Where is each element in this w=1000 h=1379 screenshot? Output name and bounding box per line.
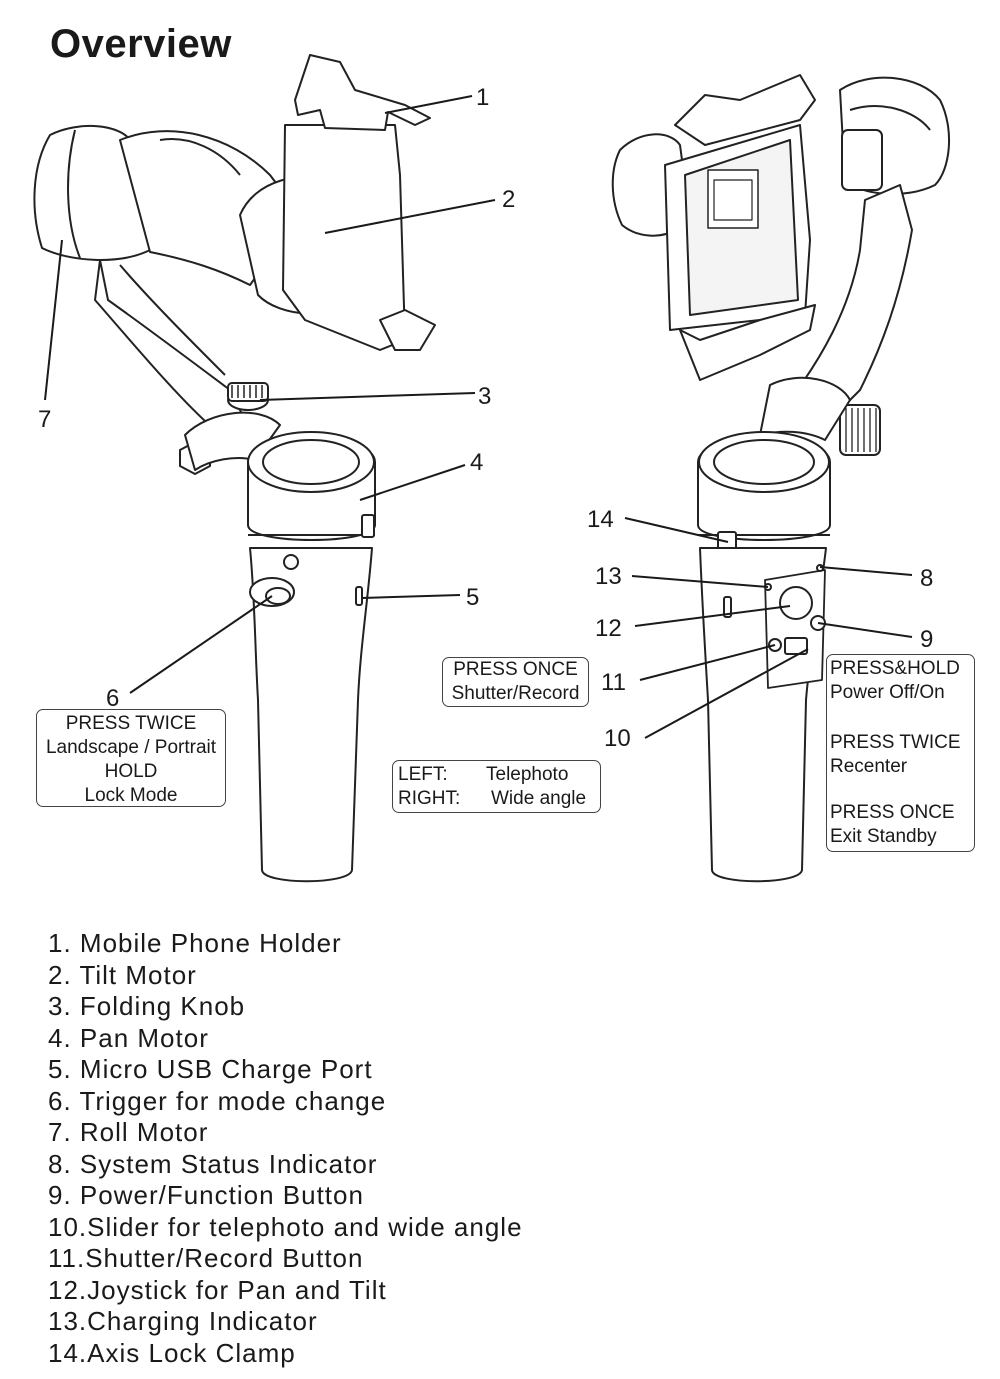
label-9: 9: [920, 626, 933, 653]
slider-callout-row: RIGHT: Wide angle: [398, 787, 600, 811]
shutter-callout-line: Shutter/Record: [451, 683, 580, 704]
left-gimbal-illustration: [33, 54, 436, 883]
power-callout: PRESS&HOLD Power Off/On PRESS TWICE Rece…: [826, 654, 975, 852]
zoom-slider-drawing: [784, 637, 808, 655]
slider-callout: LEFT: Telephoto RIGHT: Wide angle: [392, 760, 601, 813]
roll-motor-drawing: [33, 124, 151, 261]
label-7: 7: [38, 406, 51, 433]
slider-dir-left: LEFT:: [398, 764, 448, 785]
legend-item: 10.Slider for telephoto and wide angle: [48, 1211, 523, 1242]
legend-item: 4. Pan Motor: [48, 1022, 209, 1053]
slider-callout-row: LEFT: Telephoto: [398, 763, 600, 787]
legend-item: 9. Power/Function Button: [48, 1180, 364, 1210]
usb-port-drawing: [355, 586, 363, 606]
legend-item: 12.Joystick for Pan and Tilt: [48, 1274, 387, 1305]
trigger-callout-line: Landscape / Portrait: [45, 737, 217, 758]
label-12: 12: [595, 615, 622, 642]
label-2: 2: [502, 186, 515, 213]
leader-lines: [44, 95, 913, 739]
slider-dir-right: RIGHT:: [398, 788, 461, 809]
folding-knob-drawing: [227, 382, 269, 411]
label-14: 14: [587, 506, 614, 533]
number-labels: 1 2 3 4 5 6 7 8 9 10 11 12 13 14: [38, 84, 933, 752]
legend-item: 6. Trigger for mode change: [48, 1085, 387, 1116]
label-10: 10: [604, 725, 631, 752]
power-callout-line: Power Off/On: [830, 682, 945, 703]
trigger-callout: PRESS TWICE Landscape / Portrait HOLD Lo…: [36, 709, 226, 807]
power-callout-line: PRESS ONCE: [830, 802, 955, 823]
legend-item: 3. Folding Knob: [48, 991, 246, 1021]
label-8: 8: [920, 565, 933, 592]
power-callout-line: Exit Standby: [830, 826, 937, 847]
label-13: 13: [595, 563, 622, 590]
power-callout-line: PRESS&HOLD: [830, 658, 960, 679]
shutter-callout: PRESS ONCE Shutter/Record: [442, 657, 589, 707]
legend-item: 8. System Status Indicator: [48, 1148, 378, 1179]
trigger-callout-line: PRESS TWICE: [65, 713, 197, 734]
label-4: 4: [470, 449, 483, 476]
gimbal-diagram: 1 2 3 4 5 6 7 8 9 10 11 12 13 14: [33, 54, 951, 883]
label-6: 6: [106, 685, 119, 712]
slider-val-right: Wide angle: [491, 788, 587, 809]
legend-item: 5. Micro USB Charge Port: [48, 1054, 373, 1084]
label-1: 1: [476, 84, 489, 111]
label-11: 11: [601, 669, 626, 696]
page-title: Overview: [50, 22, 232, 66]
legend-item: 13.Charging Indicator: [48, 1306, 318, 1336]
label-5: 5: [466, 584, 479, 611]
label-3: 3: [478, 383, 491, 410]
power-callout-line: Recenter: [830, 756, 908, 777]
slider-val-left: Telephoto: [486, 764, 569, 785]
joystick-drawing: [779, 586, 813, 620]
handle-drawing: [249, 547, 373, 883]
shutter-callout-line: PRESS ONCE: [453, 659, 578, 680]
legend-item: 11.Shutter/Record Button: [48, 1243, 364, 1273]
parts-legend: 1. Mobile Phone Holder 2. Tilt Motor 3. …: [48, 928, 523, 1369]
legend-item: 7. Roll Motor: [48, 1117, 209, 1147]
legend-item: 2. Tilt Motor: [48, 959, 197, 990]
trigger-callout-line: Lock Mode: [84, 785, 178, 806]
power-callout-line: PRESS TWICE: [830, 732, 961, 753]
legend-item: 14.Axis Lock Clamp: [48, 1337, 296, 1368]
legend-item: 1. Mobile Phone Holder: [48, 928, 342, 958]
trigger-callout-line: HOLD: [104, 761, 158, 782]
